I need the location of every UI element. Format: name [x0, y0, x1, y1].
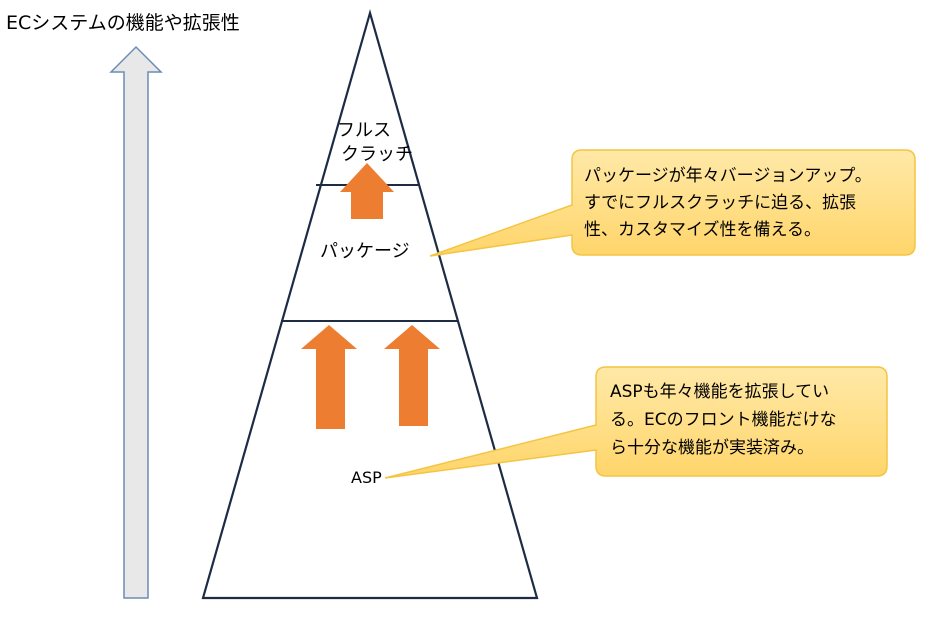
package-callout: パッケージが年々バージョンアップ。 すでにフルスクラッチに迫る、拡張 性、カスタ…: [429, 149, 916, 257]
up-arrow-icon: [301, 325, 357, 429]
tier-package: パッケージ: [320, 241, 410, 262]
tier-label: ASP: [351, 468, 382, 487]
tier-asp: ASP: [351, 468, 382, 487]
pyramid: [201, 8, 539, 600]
up-arrow-icon: [340, 163, 394, 219]
up-arrow-icon: [384, 325, 440, 426]
up-arrow-icon: [109, 45, 163, 599]
callout-line: すでにフルスクラッチに迫る、拡張: [584, 193, 856, 213]
axis-label: ECシステムの機能や拡張性: [6, 12, 240, 34]
callout-line: ASPも年々機能を拡張してい: [610, 382, 829, 402]
callout-line: ら十分な機能が実装済み。: [610, 438, 814, 458]
asp-callout: ASPも年々機能を拡張してい る。ECのフロント機能だけな ら十分な機能が実装済…: [384, 366, 888, 479]
tier-full-scratch: フルス クラッチ: [337, 120, 413, 165]
pyramid-outline: [201, 8, 539, 600]
callout-line: る。ECのフロント機能だけな: [610, 410, 837, 430]
tier-label: パッケージ: [320, 241, 410, 262]
tier-label-line: クラッチ: [341, 144, 413, 165]
tier-label-line: フルス: [337, 120, 391, 141]
callout-line: 性、カスタマイズ性を備える。: [584, 220, 821, 240]
callout-line: パッケージが年々バージョンアップ。: [584, 166, 872, 186]
